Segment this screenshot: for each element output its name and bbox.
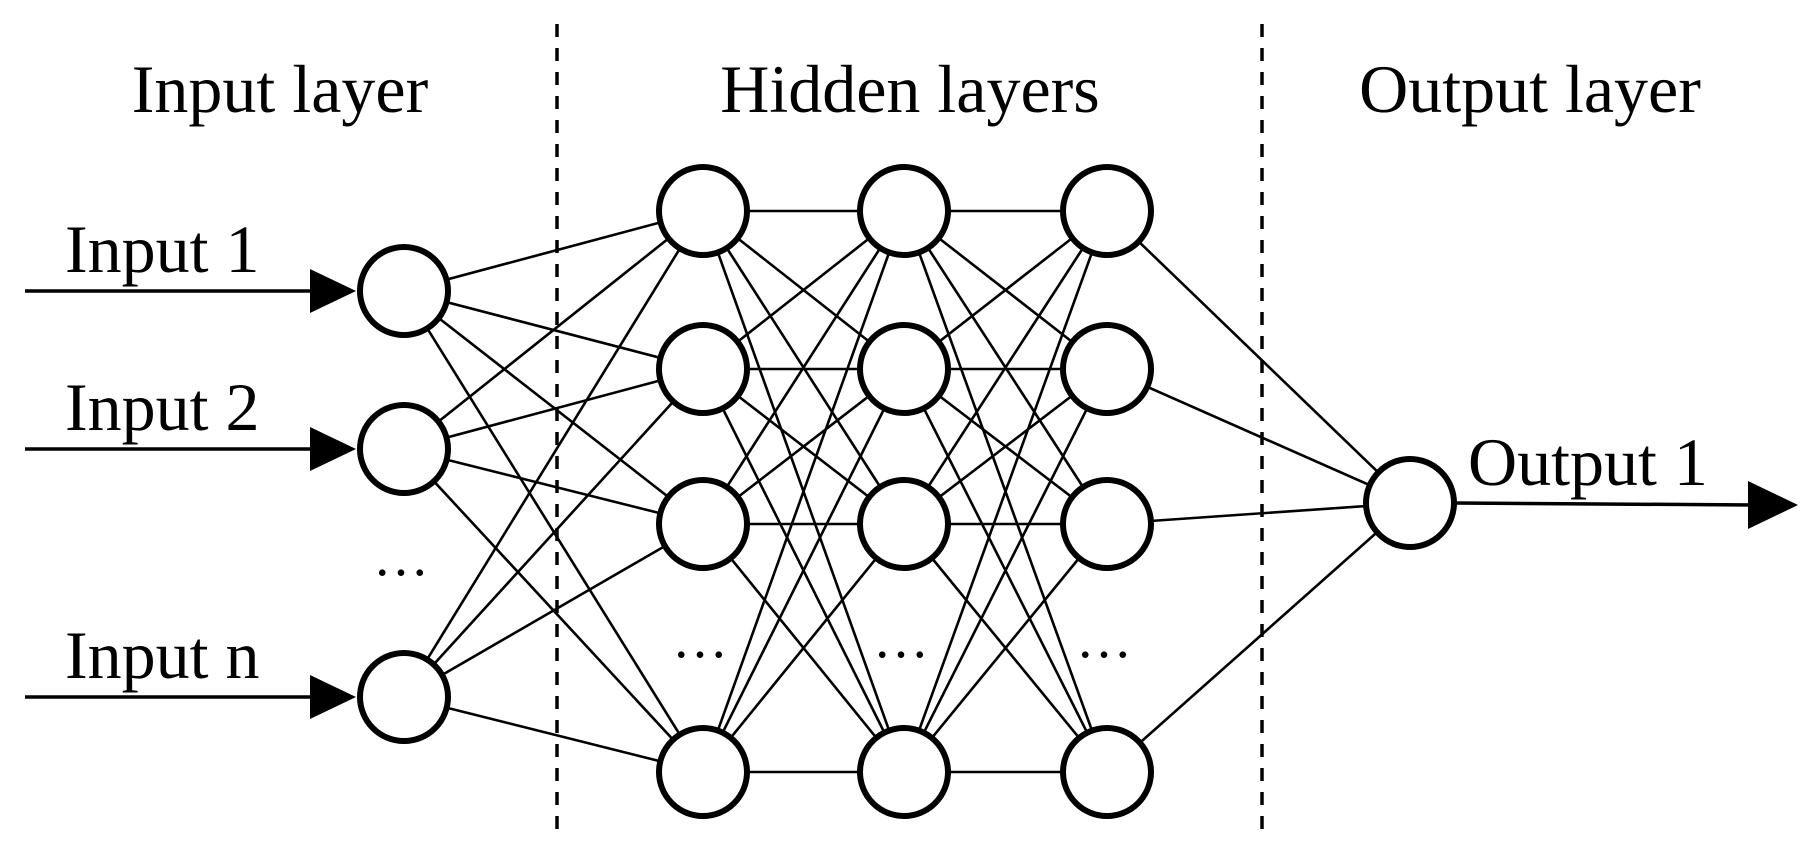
edge-input-3-to-hidden-1-4: [403, 695, 704, 774]
input-n-arrow: [25, 675, 356, 719]
edge-hidden-3-2-to-output-1: [1106, 367, 1411, 505]
edge-input-3-to-hidden-1-3: [403, 522, 704, 699]
edge-input-2-to-hidden-1-3: [403, 447, 704, 526]
input-n-label: Input n: [65, 617, 260, 693]
edge-hidden-2-4-to-hidden-3-3: [902, 523, 1109, 773]
neuron-nodes: [357, 164, 1457, 819]
edge-hidden-1-4-to-hidden-2-1: [701, 210, 906, 773]
edge-hidden-3-1-to-output-1: [1106, 210, 1411, 504]
input-node-2: [357, 402, 451, 496]
input-2-label: Input 2: [65, 369, 260, 445]
edge-hidden-3-4-to-output-1: [1106, 502, 1411, 773]
edge-input-3-to-hidden-1-2: [403, 368, 704, 698]
output-1-label: Output 1: [1468, 424, 1708, 500]
hidden-1-node-2: [656, 322, 750, 416]
edge-hidden-1-3-to-hidden-2-1: [701, 210, 906, 525]
output-node-1: [1363, 456, 1457, 550]
connection-edges: [402, 209, 1411, 774]
hidden-1-node-3: [656, 477, 750, 571]
edge-hidden-2-3-to-hidden-3-1: [902, 210, 1109, 525]
edge-hidden-2-4-to-hidden-3-2: [902, 368, 1109, 773]
input-node-3: [357, 650, 451, 744]
edge-hidden-1-4-to-hidden-2-2: [701, 368, 906, 773]
hidden-1-node-1: [656, 164, 750, 258]
hidden-2-node-3: [857, 477, 951, 571]
hidden-2-node-1: [857, 164, 951, 258]
edge-input-2-to-hidden-1-2: [403, 367, 704, 451]
hidden-3-node-4: [1060, 725, 1154, 819]
edge-hidden-1-4-to-hidden-2-3: [701, 523, 906, 773]
hidden-layers-title: Hidden layers: [720, 51, 1100, 127]
input-ellipsis: …: [373, 526, 435, 588]
hidden-1-ellipsis: …: [672, 608, 734, 670]
edge-input-1-to-hidden-1-1: [403, 209, 704, 293]
hidden-2-node-2: [857, 322, 951, 416]
input-1-label: Input 1: [65, 211, 260, 287]
input-1-arrow: [25, 269, 356, 313]
hidden-3-node-3: [1060, 477, 1154, 571]
edge-hidden-2-4-to-hidden-3-1: [902, 210, 1109, 773]
edge-hidden-3-3-to-output-1: [1106, 501, 1411, 526]
hidden-2-node-4: [857, 725, 951, 819]
input-node-1: [357, 244, 451, 338]
edge-input-2-to-hidden-1-1: [403, 209, 704, 451]
hidden-3-node-2: [1060, 322, 1154, 416]
hidden-3-node-1: [1060, 164, 1154, 258]
output-1-arrow: [1454, 481, 1798, 529]
hidden-1-node-4: [656, 725, 750, 819]
input-layer-title: Input layer: [132, 51, 429, 127]
hidden-3-ellipsis: …: [1076, 608, 1138, 670]
output-layer-title: Output layer: [1359, 51, 1701, 127]
edge-input-1-to-hidden-1-3: [403, 289, 704, 526]
input-2-arrow: [25, 427, 356, 471]
hidden-2-ellipsis: …: [873, 608, 935, 670]
edge-input-3-to-hidden-1-1: [402, 210, 705, 698]
